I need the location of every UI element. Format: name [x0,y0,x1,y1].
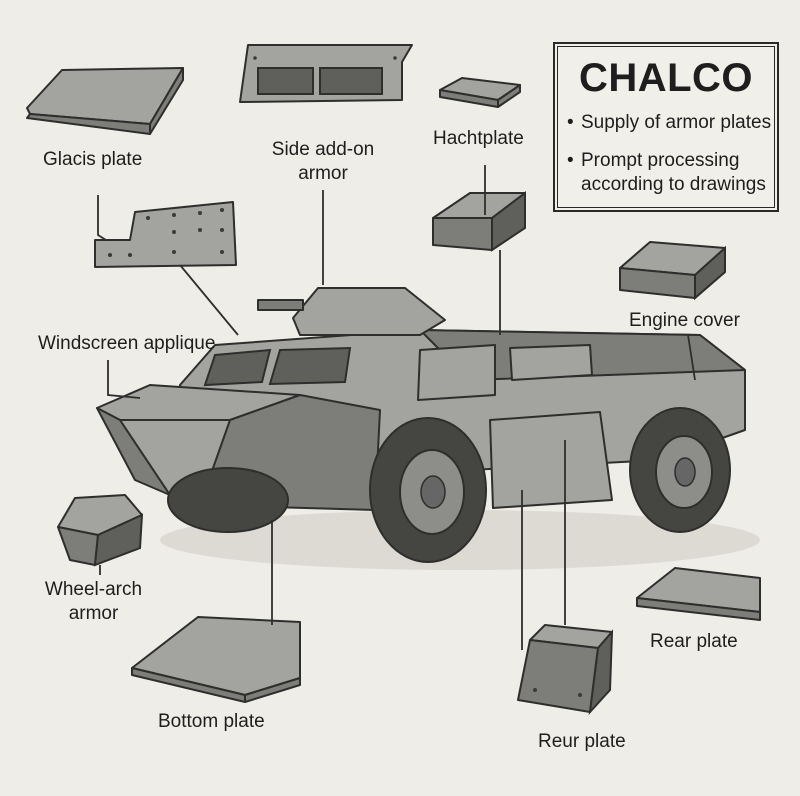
label-rear-plate: Rear plate [650,631,738,652]
reur-plate-part [517,624,614,716]
wheel-front [167,467,289,533]
label-side-addon-armor: Side add-on armor [262,138,384,186]
bottom-plate-part [131,616,301,703]
label-windscreen-applique: Windscreen applique [38,333,216,354]
feature-list: Supply of armor plates Prompt processing… [555,111,777,197]
leader-lines [97,165,696,650]
wheel-mid [369,417,487,563]
label-wheel-arch-line1: Wheel-arch [44,579,143,600]
label-reur-plate: Reur plate [538,731,626,752]
label-wheel-arch-armor: Wheel-arch armor [36,578,151,626]
label-engine-cover: Engine cover [629,310,740,331]
side-addon-armor-part [239,44,413,103]
label-hatch-plate: Hachtplate [433,128,524,149]
label-side-addon-line2: armor [298,163,348,184]
rear-plate-part [636,567,761,621]
wheel-arch-armor-part [57,494,144,567]
feature-item: Prompt processing according to drawings [567,149,777,197]
hatch-plate-small [439,77,521,108]
label-wheel-arch-line2: armor [68,603,119,624]
vehicle-body [96,287,746,563]
engine-cover-part [619,241,726,301]
hatch-block-part [432,190,526,252]
label-side-addon-line1: Side add-on [271,139,375,160]
glacis-plate-part [26,67,184,135]
windscreen-applique-part [94,201,237,268]
label-glacis-plate: Glacis plate [43,149,143,170]
feature-item: Supply of armor plates [567,111,777,135]
brand-title: CHALCO [578,56,754,100]
label-bottom-plate: Bottom plate [158,711,265,732]
wheel-rear [629,407,731,533]
chalco-info-box: CHALCO Supply of armor plates Prompt pro… [553,42,779,212]
